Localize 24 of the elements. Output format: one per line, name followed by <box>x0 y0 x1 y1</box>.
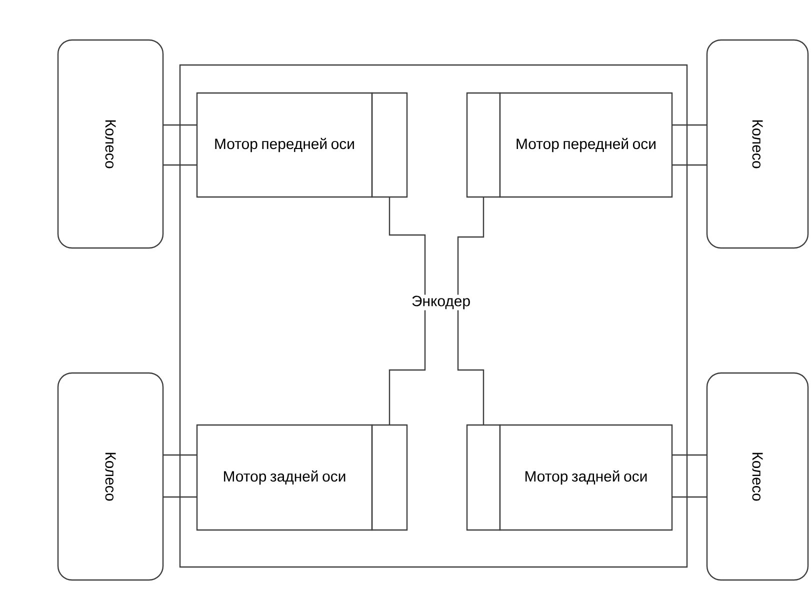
connector-line <box>163 124 197 126</box>
connector-line <box>163 454 197 456</box>
motor-box: Мотор передней оси <box>499 92 673 198</box>
connector-line <box>457 310 484 425</box>
connector-line <box>457 197 484 295</box>
motor-box: Мотор передней оси <box>196 92 373 198</box>
connector-line <box>672 124 707 126</box>
motor-box: Мотор задней оси <box>499 424 673 531</box>
connector-line <box>163 164 197 166</box>
connector-line <box>672 164 707 166</box>
motor-box: Мотор задней оси <box>196 424 373 531</box>
wheel-box: Колесо <box>706 372 809 581</box>
connector-line <box>672 496 707 498</box>
wheel-box: Колесо <box>57 39 164 249</box>
connector-line <box>388 310 426 425</box>
wheel-box: Колесо <box>706 39 809 249</box>
encoder-box <box>371 424 408 531</box>
encoder-box <box>371 92 408 198</box>
wheel-box: Колесо <box>57 372 164 581</box>
chassis-frame <box>179 64 688 568</box>
connector-line <box>163 496 197 498</box>
connector-line <box>672 454 707 456</box>
encoder-label: Энкодер <box>410 294 472 310</box>
connector-line <box>388 197 426 295</box>
